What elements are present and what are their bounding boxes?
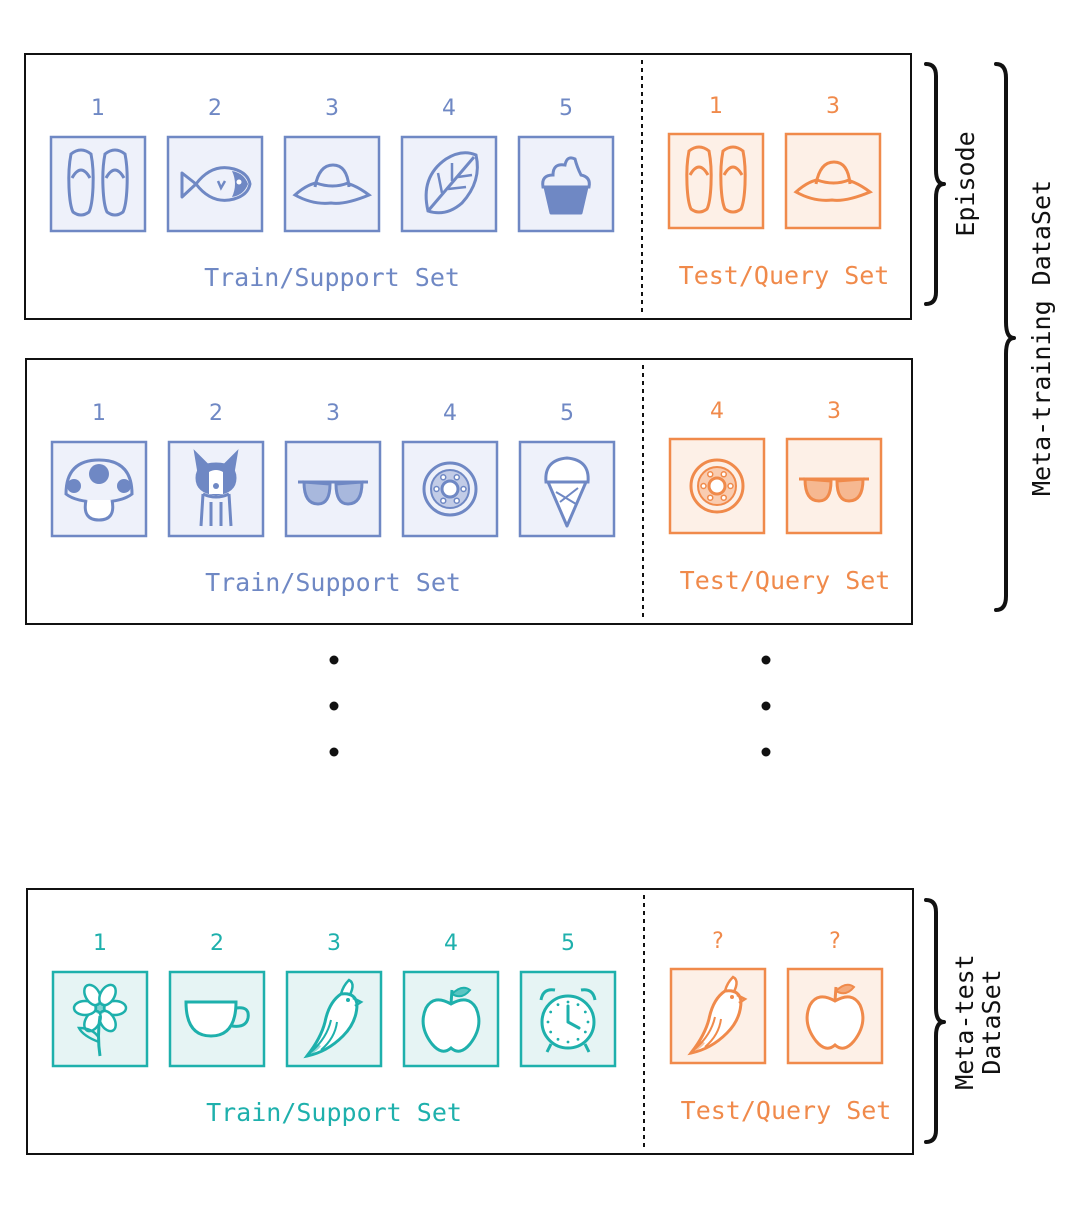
- mushroom-icon: [64, 458, 134, 522]
- query-class-label: 3: [826, 94, 840, 119]
- support-image-card: [49, 135, 147, 233]
- ellipsis-dot: [761, 655, 771, 665]
- query-set-label: Test/Query Set: [679, 261, 890, 290]
- query-class-label: ?: [712, 929, 724, 954]
- episode-frame: [26, 888, 914, 1155]
- sun-hat-icon: [793, 160, 874, 202]
- sun-hat-icon: [292, 163, 373, 205]
- support-class-label: 2: [209, 401, 223, 426]
- support-image-card: [284, 440, 382, 538]
- ellipsis-dot: [329, 701, 339, 711]
- fish-icon: [180, 166, 252, 202]
- query-image-card: [785, 437, 883, 535]
- query-image-card: [669, 967, 767, 1065]
- episode-panel: 1 2 3 4 5?? Train/Support Set Test/Query Set: [26, 888, 914, 1155]
- meta-test-label-line2: DataSet: [977, 969, 1006, 1074]
- query-set-label: Test/Query Set: [680, 566, 891, 595]
- leaf-icon: [424, 151, 479, 215]
- flip-flops-icon: [685, 145, 747, 214]
- ellipsis-dot: [329, 747, 339, 757]
- apple-icon: [421, 986, 481, 1053]
- ellipsis-dot: [761, 747, 771, 757]
- flower-icon: [72, 983, 128, 1057]
- support-class-label: 1: [91, 96, 105, 121]
- donut-icon: [422, 461, 478, 517]
- episode-frame: [25, 358, 913, 625]
- donut-icon: [689, 458, 745, 514]
- alarm-clock-icon: [539, 988, 597, 1053]
- support-class-label: 3: [326, 401, 340, 426]
- support-class-label: 1: [93, 931, 107, 956]
- flip-flops-icon: [67, 148, 129, 217]
- apple-icon: [805, 983, 865, 1050]
- query-class-label: 1: [709, 94, 723, 119]
- support-set-label: Train/Support Set: [205, 568, 461, 597]
- episode-label: Episode: [951, 131, 980, 236]
- support-set-label: Train/Support Set: [206, 1098, 462, 1127]
- sunglasses-icon: [799, 477, 869, 503]
- ellipsis-dots-left: [329, 655, 339, 757]
- support-class-label: 4: [443, 401, 457, 426]
- support-class-label: 1: [92, 401, 106, 426]
- parrot-icon: [303, 978, 364, 1059]
- episode-brace: [924, 62, 946, 306]
- support-class-label: 5: [561, 931, 575, 956]
- query-class-label: 4: [710, 399, 724, 424]
- support-class-label: 5: [559, 96, 573, 121]
- meta-training-label: Meta-training DataSet: [1027, 180, 1056, 496]
- query-set-label: Test/Query Set: [681, 1096, 892, 1125]
- query-class-label: ?: [829, 929, 841, 954]
- support-class-label: 4: [442, 96, 456, 121]
- support-class-label: 3: [325, 96, 339, 121]
- support-class-label: 5: [560, 401, 574, 426]
- query-class-label: 3: [827, 399, 841, 424]
- meta-training-brace: [994, 62, 1016, 612]
- support-class-label: 2: [210, 931, 224, 956]
- meta-test-brace: [924, 898, 946, 1144]
- sunglasses-icon: [298, 480, 368, 506]
- support-class-label: 2: [208, 96, 222, 121]
- meta-test-label-line1: Meta-test: [950, 954, 979, 1089]
- episode-frame: [24, 53, 912, 320]
- dog-icon: [193, 449, 239, 527]
- ellipsis-dot: [329, 655, 339, 665]
- support-set-label: Train/Support Set: [204, 263, 460, 292]
- cupcake-icon: [541, 156, 591, 215]
- ellipsis-dot: [761, 701, 771, 711]
- ellipsis-dots-right: [761, 655, 771, 757]
- parrot-icon: [687, 975, 748, 1056]
- ice-cream-icon: [544, 456, 590, 528]
- query-image-card: [667, 132, 765, 230]
- support-class-label: 3: [327, 931, 341, 956]
- support-class-label: 4: [444, 931, 458, 956]
- teacup-icon: [184, 1000, 250, 1038]
